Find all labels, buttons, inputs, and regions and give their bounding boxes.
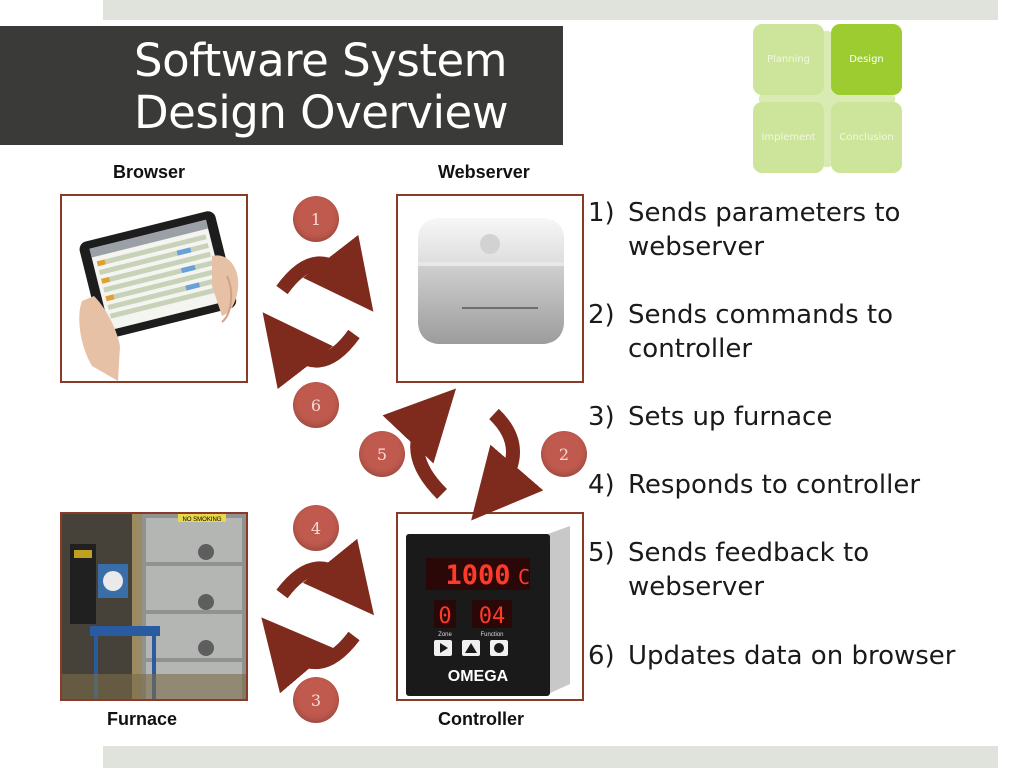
nav-item-planning[interactable]: Planning	[753, 24, 824, 95]
zone-readout: 0	[438, 604, 451, 629]
top-band	[103, 0, 998, 20]
flow-badge-3: 3	[293, 677, 339, 723]
bottom-band	[103, 746, 998, 768]
flow-badge-1: 1	[293, 196, 339, 242]
flow-badge-6: 6	[293, 382, 339, 428]
furnace-image: NO SMOKING	[60, 512, 248, 701]
furnace-label: Furnace	[107, 709, 178, 729]
nav-item-design[interactable]: Design	[831, 24, 902, 95]
furnace-illustration: NO SMOKING	[62, 514, 246, 699]
step-text: Responds to controller	[628, 470, 921, 500]
webserver-label: Webserver	[438, 162, 530, 182]
flow-badge-2: 2	[541, 431, 587, 477]
step-number: 6)	[588, 641, 615, 671]
controller-image: 1000 C 0 04 Zone Function OMEGA	[396, 512, 584, 701]
function-label: Function	[480, 632, 503, 638]
step-item: 4) Responds to controller	[588, 468, 1008, 502]
webserver-image	[396, 194, 584, 383]
flow-badge-5: 5	[359, 431, 405, 477]
title-box: Software System Design Overview	[0, 26, 563, 145]
omega-controller-illustration: 1000 C 0 04 Zone Function OMEGA	[398, 514, 582, 699]
omega-logo: OMEGA	[448, 668, 509, 685]
step-text: Sends parameters to webserver	[628, 198, 901, 262]
page-title-line-2: Design Overview	[134, 86, 509, 139]
arrow-controller-to-furnace	[276, 538, 375, 616]
temperature-readout: 1000	[445, 560, 510, 591]
controller-label: Controller	[438, 709, 525, 729]
page-title-line-1: Software System	[134, 34, 507, 87]
arrow-furnace-to-controller	[261, 617, 360, 694]
step-item: 2) Sends commands to controller	[588, 298, 1008, 366]
section-nav: Planning Design Implement Conclusion	[734, 6, 920, 192]
arrow-browser-to-webserver	[276, 234, 374, 312]
step-number: 1)	[588, 198, 615, 228]
zone-label: Zone	[438, 632, 452, 638]
step-text: Sends feedback to webserver	[628, 538, 870, 602]
nav-item-implement[interactable]: Implement	[753, 102, 824, 173]
function-readout: 04	[479, 604, 506, 629]
step-number: 4)	[588, 470, 615, 500]
tablet-illustration	[62, 196, 246, 381]
step-item: 3) Sets up furnace	[588, 400, 1008, 434]
step-text: Sets up furnace	[628, 402, 833, 432]
step-item: 5) Sends feedback to webserver	[588, 536, 1008, 604]
browser-image	[60, 194, 248, 383]
step-item: 6) Updates data on browser	[588, 639, 1008, 673]
arrow-webserver-to-browser	[262, 312, 360, 390]
arrow-webserver-to-controller	[471, 408, 544, 521]
step-number: 5)	[588, 538, 615, 568]
nav-item-conclusion[interactable]: Conclusion	[831, 102, 902, 173]
flow-badge-4: 4	[293, 505, 339, 551]
step-text: Updates data on browser	[628, 641, 956, 671]
step-number: 2)	[588, 300, 615, 330]
mac-mini-illustration	[398, 196, 582, 381]
step-item: 1) Sends parameters to webserver	[588, 196, 1008, 264]
temperature-unit: C	[518, 565, 530, 589]
browser-label: Browser	[113, 162, 186, 182]
step-text: Sends commands to controller	[628, 300, 893, 364]
no-smoking-sign: NO SMOKING	[182, 517, 221, 523]
step-number: 3)	[588, 402, 615, 432]
arrow-controller-to-webserver	[382, 388, 457, 499]
